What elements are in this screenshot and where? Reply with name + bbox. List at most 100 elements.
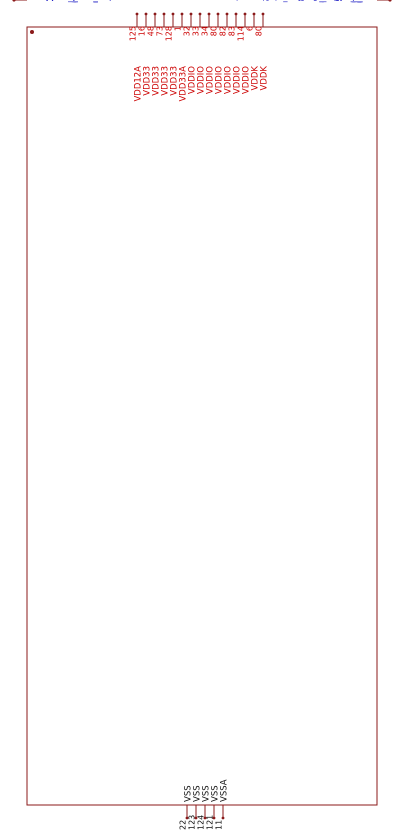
pin-number: 91 bbox=[15, 0, 26, 3]
pin-number: 25 bbox=[15, 0, 26, 3]
pin-name: PE1 bbox=[357, 0, 373, 3]
left-pin: 95 PA15 bbox=[12, 0, 52, 3]
pin-name: PB15 bbox=[351, 0, 373, 3]
pin-number: 117 bbox=[377, 0, 393, 3]
pin-name: VDD12A bbox=[134, 66, 144, 102]
pin-name: PE4/SERDES_TXN bbox=[299, 0, 373, 3]
pin-name: VSS bbox=[202, 785, 212, 802]
pin-name: PB2/CMP_P1 bbox=[321, 0, 373, 3]
pin-number: 123 bbox=[10, 0, 26, 3]
pin-name: VSS bbox=[184, 785, 194, 802]
pin-end-dot-icon bbox=[207, 12, 211, 16]
pin-name: PB8/USB2DP/SWCLK bbox=[286, 0, 373, 3]
pin-end-dot-icon bbox=[144, 12, 148, 16]
pin-name: PA1/ADC1 bbox=[31, 0, 73, 3]
pin-name: SSRXA bbox=[31, 0, 60, 3]
pin-name: MDIRP bbox=[31, 0, 58, 3]
pin-number: 66 bbox=[377, 0, 388, 3]
pin-name: VDDIO bbox=[224, 66, 234, 94]
pin-name: VSSA bbox=[220, 779, 230, 802]
pin-number: 65 bbox=[377, 0, 388, 3]
pin-number: 99 bbox=[377, 0, 388, 3]
pin-name: PB11 bbox=[351, 0, 373, 3]
pin-end-dot-icon bbox=[234, 12, 238, 16]
pin-number: 61 bbox=[377, 0, 388, 3]
pin-name: PF5 bbox=[31, 0, 46, 3]
pin-name: PF0 bbox=[31, 0, 46, 3]
pin-number: 51 bbox=[377, 0, 388, 3]
pin-name: PF6 bbox=[31, 0, 46, 3]
pin-number: 63 bbox=[15, 0, 26, 3]
pin-name: VDD33 bbox=[152, 66, 162, 96]
pin-number: 54 bbox=[377, 0, 388, 3]
pin-name: PB12 bbox=[351, 0, 373, 3]
pin-number: 101 bbox=[377, 0, 393, 3]
pin-number: 62 bbox=[377, 0, 388, 3]
pin-number: 41 bbox=[15, 0, 26, 3]
pin-name: PE9/OP2_P0 bbox=[322, 0, 373, 3]
pin-number: 33 bbox=[192, 26, 201, 36]
pin-number: 19 bbox=[15, 0, 26, 3]
pin-name: PE10 bbox=[352, 0, 373, 3]
pin-name: PC12 bbox=[351, 0, 373, 3]
pin-number: 58 bbox=[377, 0, 388, 3]
pin-name: PD15 bbox=[351, 0, 374, 3]
pin-name: SSRXB bbox=[31, 0, 60, 3]
pin-end-dot-icon bbox=[221, 816, 225, 820]
pin-number: 5 bbox=[377, 0, 382, 3]
pin-number: 70 bbox=[377, 0, 388, 3]
pin-name: PA15 bbox=[31, 0, 52, 3]
pin-number: 1 bbox=[174, 26, 183, 31]
pin-number: 82 bbox=[219, 26, 228, 36]
pin-name: PD13 bbox=[351, 0, 374, 3]
pin-number: 47 bbox=[377, 0, 388, 3]
right-pin-group: 45PB0/ADC8/OP1_P0/CMP_P046PB1/ADC9/OP1_N… bbox=[220, 0, 393, 3]
pin-name: VDDIO bbox=[188, 66, 198, 94]
pin-name: PC6 bbox=[357, 0, 373, 3]
pin-number: 76 bbox=[377, 0, 388, 3]
pin-number: 95 bbox=[15, 0, 26, 3]
pin-number: 77 bbox=[15, 0, 26, 3]
pin-name: PD9 bbox=[356, 0, 373, 3]
pin-number: 46 bbox=[377, 0, 388, 3]
pin-name: PF12/OP2_N1 bbox=[31, 0, 88, 3]
pin-number: 6 bbox=[246, 26, 255, 31]
pin-name: VDD33 bbox=[143, 66, 153, 96]
pin-end-dot-icon bbox=[189, 12, 193, 16]
pin-number: 78 bbox=[15, 0, 26, 3]
pin-number: 57 bbox=[377, 0, 388, 3]
pin-name: PC3/ADC13/HSADC3/OP3_N0 bbox=[250, 0, 373, 3]
pin-name: PE8/OP2_N0 bbox=[321, 0, 373, 3]
pin-number: 87 bbox=[15, 0, 26, 3]
pin-number: 49 bbox=[15, 0, 26, 3]
pin-number: 11 bbox=[215, 820, 224, 830]
pin-name: PD12 bbox=[351, 0, 374, 3]
pin-number: 32 bbox=[183, 26, 192, 36]
pin-number: 21 bbox=[15, 0, 26, 3]
pin-end-dot-icon bbox=[216, 12, 220, 16]
pin-number: 124 bbox=[10, 0, 26, 3]
pin-end-dot-icon bbox=[252, 12, 256, 16]
pin-name: PE13 bbox=[352, 0, 373, 3]
pin-number: 83 bbox=[228, 26, 237, 36]
pin-number: 110 bbox=[10, 0, 26, 3]
pin-number: 80 bbox=[255, 26, 264, 36]
pin-name: PB4/CC2 bbox=[336, 0, 373, 3]
pin-number: 44 bbox=[377, 0, 388, 3]
pin-name: VIO18 bbox=[31, 0, 57, 3]
pin-number: 17 bbox=[15, 0, 26, 3]
pin-number: 38 bbox=[15, 0, 26, 3]
pin-name: PD0 bbox=[356, 0, 373, 3]
pin-name: PC11 bbox=[351, 0, 373, 3]
pin-number: 45 bbox=[377, 0, 388, 3]
pin-number: 73 bbox=[156, 26, 165, 36]
pin-name: PF8/HSADC4 bbox=[31, 0, 85, 3]
pin-name: XO bbox=[31, 0, 43, 3]
